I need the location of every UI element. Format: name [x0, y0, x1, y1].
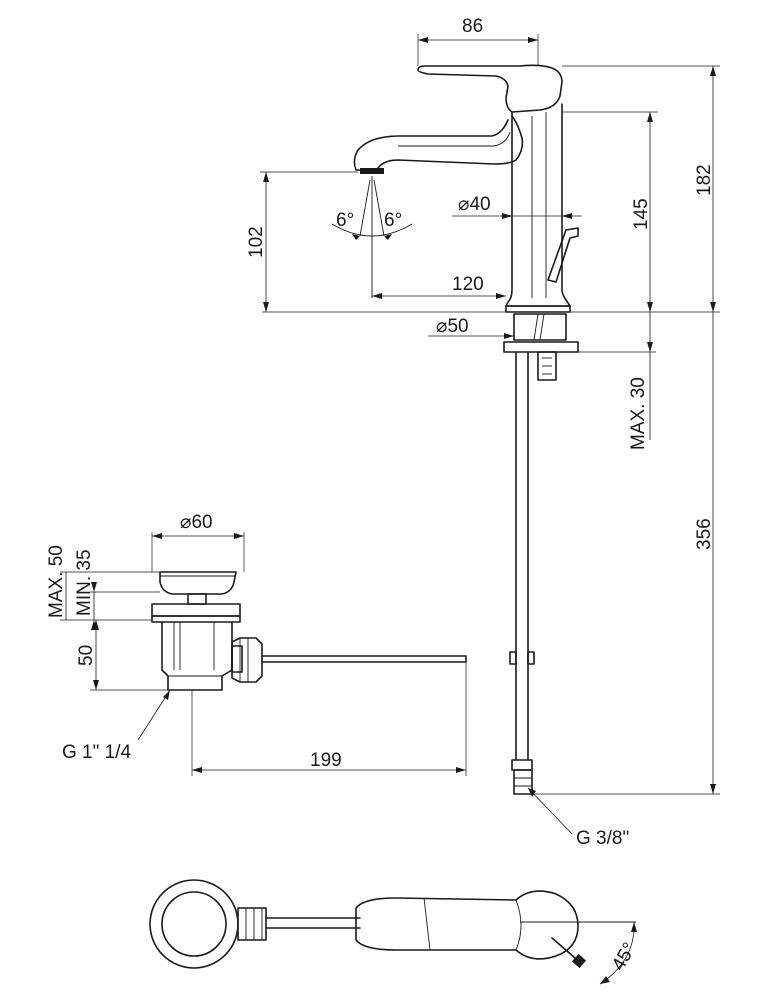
dim-waste-diameter: ⌀60	[180, 512, 213, 533]
dim-spout-height: 102	[246, 226, 267, 258]
waste-side-view	[151, 571, 467, 691]
mixer-top-handle	[355, 890, 579, 960]
dim-angle-right: 6°	[384, 210, 402, 231]
dim-connection-thread: G 3/8"	[576, 828, 629, 849]
dim-waste-min: MIN. 35	[74, 549, 95, 616]
dim-lever-angle: 45°	[608, 939, 641, 974]
waste-dimensions: ⌀60 MAX. 50 MIN. 35 50 G 1" 1/4 199	[46, 512, 467, 776]
dim-deck-max: MAX. 30	[628, 377, 649, 450]
mixer-base	[505, 305, 571, 313]
dim-body-height: 145	[631, 198, 652, 230]
mixer-handle	[417, 64, 563, 113]
dim-waste-max: MAX. 50	[46, 545, 67, 618]
waste-rod	[261, 655, 467, 663]
dim-angle-left: 6°	[336, 210, 354, 231]
waste-top-outer	[149, 879, 239, 969]
mixer-body	[505, 103, 571, 307]
flexible-hose	[511, 351, 533, 771]
waste-plug	[159, 571, 237, 595]
dim-base-diameter: ⌀50	[436, 316, 469, 337]
dim-body-diameter: ⌀40	[458, 194, 491, 215]
dim-rod-length: 199	[310, 750, 342, 771]
mixer-spout	[353, 115, 524, 171]
mixer-dimensions: 86 182 145 102 6° 6° ⌀40	[246, 16, 720, 849]
drain-pull-rod	[547, 227, 579, 283]
waste-body	[161, 621, 233, 691]
dim-total-height: 182	[694, 164, 715, 196]
top-view: 45°	[149, 879, 641, 985]
dim-waste-thread: G 1" 1/4	[62, 742, 131, 763]
dim-handle-width: 86	[462, 16, 483, 37]
dim-tail-length: 356	[694, 518, 715, 550]
waste-top-inner	[161, 891, 227, 957]
mixer-side-view	[353, 64, 579, 795]
dim-waste-height: 50	[76, 645, 97, 666]
dim-spout-reach: 120	[452, 274, 484, 295]
